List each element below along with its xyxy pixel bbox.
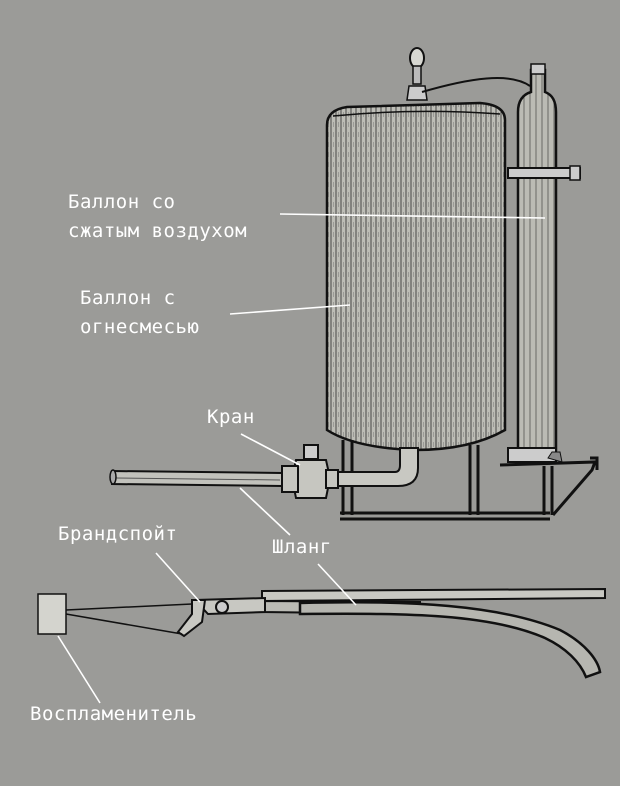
stand-frame [340,440,599,521]
valve-label: Кран [207,406,255,428]
leader-hose-upper [239,487,291,536]
mixture-cylinder [325,101,507,452]
air-cylinder-label-line-1: Баллон со [68,191,176,213]
hose-upper [109,469,283,488]
mixture-cylinder-label: Баллон с огнесмесью [80,284,199,342]
leader-air-cylinder [279,213,546,219]
nozzle-assembly [65,587,606,679]
air-cylinder-label: Баллон со сжатым воздухом [68,188,247,246]
mixture-cylinder-label-line-2: огнесмесью [80,316,200,338]
leader-mixture-cylinder [229,304,351,315]
air-cylinder [507,63,581,463]
igniter-label: Воспламенитель [30,703,198,725]
nozzle-label: Брандспойт [58,523,178,545]
leader-lines [57,213,546,704]
leader-nozzle [155,552,201,603]
hose-label: Шланг [272,536,332,558]
igniter [37,593,67,635]
leader-hose-lower [317,563,357,606]
top-valve [406,47,531,101]
leader-valve [240,433,301,466]
outlet-pipe [334,447,419,487]
valve [281,444,339,499]
air-cylinder-label-line-2: сжатым воздухом [68,220,248,242]
mixture-cylinder-label-line-1: Баллон с [80,287,176,309]
leader-igniter [57,635,101,704]
